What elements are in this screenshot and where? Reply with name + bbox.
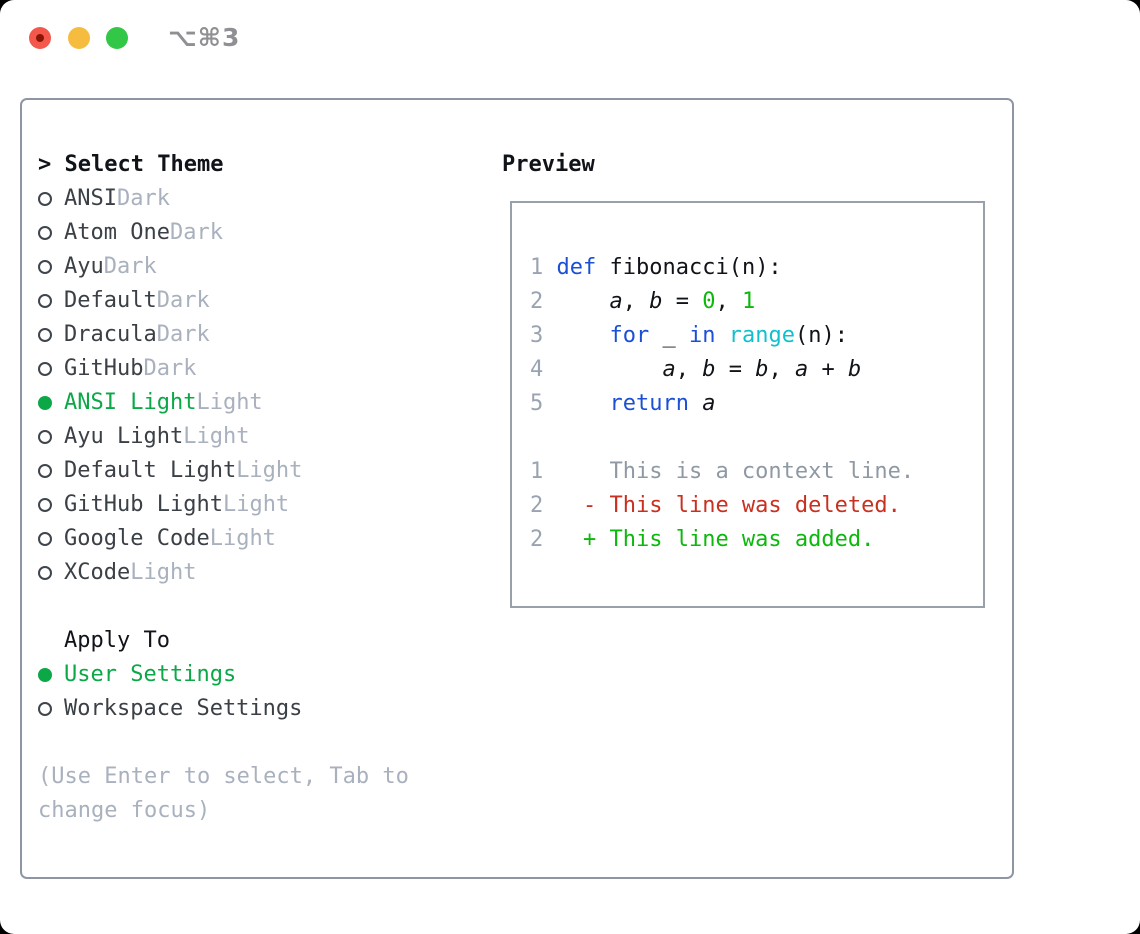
theme-name: Google Code — [64, 526, 210, 551]
preview-title: Preview — [502, 152, 595, 177]
code-line: 3 for _ in range(n): — [530, 323, 848, 348]
theme-option-ansi[interactable]: ANSI Dark — [38, 182, 478, 216]
apply-option-label: User Settings — [64, 662, 237, 687]
code-line: 1 This is a context line. — [530, 459, 915, 484]
radio-unselected-icon — [38, 192, 52, 206]
theme-name: ANSI — [64, 186, 117, 211]
theme-option-dracula[interactable]: Dracula Dark — [38, 318, 478, 352]
code-line: 2 a, b = 0, 1 — [530, 289, 756, 314]
close-button-icon[interactable] — [29, 27, 51, 49]
apply-option-user-settings[interactable]: User Settings — [38, 658, 478, 692]
theme-option-github[interactable]: GitHub Dark — [38, 352, 478, 386]
theme-name: Atom One — [64, 220, 170, 245]
code-line: 1 def fibonacci(n): — [530, 255, 782, 280]
theme-variant-tag: Dark — [116, 186, 170, 211]
radio-unselected-icon — [38, 328, 52, 342]
radio-unselected-icon — [38, 362, 52, 376]
spacer — [38, 726, 478, 760]
theme-name: Dracula — [64, 322, 157, 347]
select-theme-title: Select Theme — [64, 152, 224, 177]
theme-variant-tag: Dark — [169, 220, 223, 245]
radio-unselected-icon — [38, 498, 52, 512]
theme-option-ayu[interactable]: Ayu Dark — [38, 250, 478, 284]
theme-option-ayu-light[interactable]: Ayu Light Light — [38, 420, 478, 454]
theme-name: Ayu Light — [64, 424, 184, 449]
apply-option-workspace-settings[interactable]: Workspace Settings — [38, 692, 478, 726]
radio-unselected-icon — [38, 464, 52, 478]
theme-name: Default Light — [64, 458, 237, 483]
radio-unselected-icon — [38, 226, 52, 240]
radio-unselected-icon — [38, 430, 52, 444]
theme-option-default[interactable]: Default Dark — [38, 284, 478, 318]
radio-unselected-icon — [38, 532, 52, 546]
radio-selected-icon — [38, 396, 52, 410]
apply-to-header: Apply To — [38, 624, 478, 658]
theme-variant-tag: Light — [209, 526, 276, 551]
radio-unselected-icon — [38, 294, 52, 308]
radio-unselected-icon — [38, 702, 52, 716]
theme-option-ansi-light[interactable]: ANSI Light Light — [38, 386, 478, 420]
code-line: 2 - This line was deleted. — [530, 493, 901, 518]
focus-caret: > — [38, 152, 65, 177]
radio-unselected-icon — [38, 260, 52, 274]
theme-option-github-light[interactable]: GitHub Light Light — [38, 488, 478, 522]
theme-name: Ayu — [64, 254, 104, 279]
theme-variant-tag: Dark — [156, 322, 210, 347]
code-line: 4 a, b = b, a + b — [530, 357, 862, 382]
theme-variant-tag: Light — [236, 458, 303, 483]
theme-option-google-code[interactable]: Google Code Light — [38, 522, 478, 556]
code-line — [530, 421, 983, 455]
preview-pane: 1 def fibonacci(n): 2 a, b = 0, 1 3 for _ … — [510, 201, 985, 608]
theme-variant-tag: Dark — [156, 288, 210, 313]
theme-variant-tag: Light — [183, 424, 250, 449]
theme-option-default-light[interactable]: Default Light Light — [38, 454, 478, 488]
select-theme-header: > Select Theme — [38, 148, 478, 182]
maximize-button-icon[interactable] — [106, 27, 128, 49]
theme-option-atom-one[interactable]: Atom One Dark — [38, 216, 478, 250]
theme-variant-tag: Light — [130, 560, 197, 585]
minimize-button-icon[interactable] — [68, 27, 90, 49]
theme-name: XCode — [64, 560, 131, 585]
theme-name: GitHub — [64, 356, 144, 381]
radio-unselected-icon — [38, 566, 52, 580]
theme-name: GitHub Light — [64, 492, 223, 517]
theme-name: Default — [64, 288, 157, 313]
radio-selected-icon — [38, 668, 52, 682]
titlebar: ⌥⌘3 — [0, 0, 1140, 76]
theme-variant-tag: Dark — [143, 356, 197, 381]
spacer — [38, 590, 478, 624]
theme-variant-tag: Light — [196, 390, 263, 415]
keyboard-hint-text: (Use Enter to select, Tab to change focu… — [38, 764, 409, 823]
theme-name: ANSI Light — [64, 390, 197, 415]
theme-variant-tag: Dark — [103, 254, 157, 279]
code-preview: 1 def fibonacci(n): 2 a, b = 0, 1 3 for _ … — [512, 203, 983, 557]
apply-to-title: Apply To — [64, 628, 170, 653]
code-line: 2 + This line was added. — [530, 527, 875, 552]
theme-option-xcode[interactable]: XCode Light — [38, 556, 478, 590]
theme-variant-tag: Light — [222, 492, 290, 517]
window-title: ⌥⌘3 — [168, 23, 241, 52]
apply-option-label: Workspace Settings — [64, 696, 303, 721]
code-line: 5 return a — [530, 391, 716, 416]
